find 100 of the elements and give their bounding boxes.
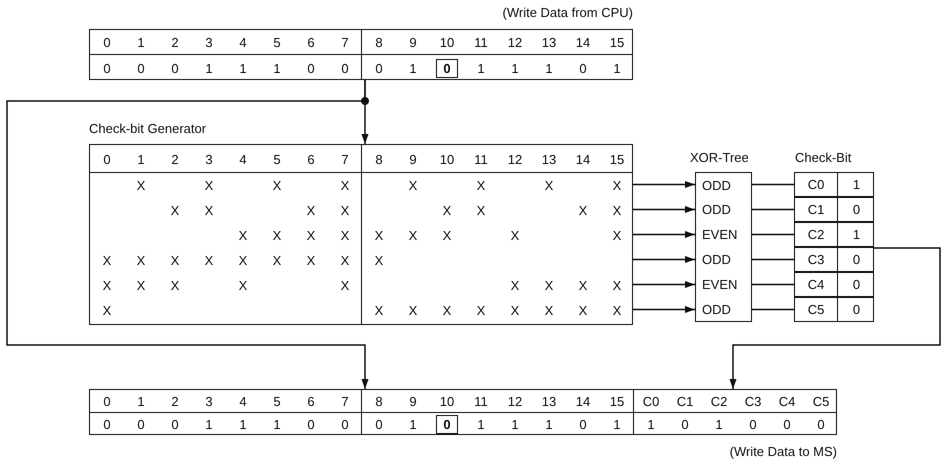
parity-mark: X [170, 277, 180, 295]
bit-value: 1 [408, 60, 418, 78]
check-bit-row [794, 197, 874, 222]
parity-type: EVEN [702, 227, 738, 242]
check-bit-row [794, 297, 874, 322]
parity-mark: X [442, 202, 452, 220]
bit-number: 10 [438, 34, 456, 52]
parity-mark: X [204, 202, 214, 220]
bit-value: 1 [272, 416, 282, 434]
bit-value: 1 [544, 416, 554, 434]
bit-number: 4 [238, 34, 248, 52]
bit-number: 13 [540, 34, 558, 52]
parity-mark: X [340, 202, 350, 220]
bit-number: 14 [574, 393, 592, 411]
parity-mark: X [544, 277, 554, 295]
bit-number: 6 [306, 150, 316, 168]
bit-value: 1 [408, 416, 418, 434]
bit-number: 13 [540, 393, 558, 411]
parity-box [695, 172, 752, 197]
bit-number: 11 [473, 34, 489, 52]
bit-number: 0 [102, 150, 112, 168]
check-bit-value: 0 [837, 248, 875, 271]
bit-value: 1 [204, 416, 214, 434]
parity-mark: X [374, 252, 384, 270]
parity-mark: X [102, 252, 112, 270]
bit-value: 0 [374, 60, 384, 78]
parity-mark: X [306, 252, 316, 270]
column-heading: XOR-Tree [690, 150, 749, 165]
parity-mark: X [102, 277, 112, 295]
arrow [633, 306, 695, 313]
check-bit-row [794, 272, 874, 297]
parity-mark: X [136, 252, 146, 270]
parity-mark: X [306, 227, 316, 245]
parity-mark: X [136, 177, 146, 195]
bit-value: 1 [204, 60, 214, 78]
parity-mark: X [272, 227, 282, 245]
bit-number: 6 [306, 393, 316, 411]
bit-number: 6 [306, 34, 316, 52]
arrow [633, 256, 695, 263]
bit-value: 1 [476, 60, 486, 78]
bit-number: 2 [170, 34, 180, 52]
bit-value: 1 [476, 416, 486, 434]
bit-number: 9 [408, 34, 418, 52]
bit-value: 1 [238, 416, 248, 434]
parity-mark: X [612, 177, 622, 195]
parity-mark: X [578, 277, 588, 295]
parity-mark: X [170, 202, 180, 220]
arrow [633, 231, 695, 238]
bit-number: 11 [473, 150, 489, 168]
bit-number: 4 [238, 393, 248, 411]
bit-number: 15 [608, 34, 626, 52]
bit-value: 0 [340, 60, 350, 78]
bit-number: 9 [408, 150, 418, 168]
bit-value: 1 [544, 60, 554, 78]
bit-number: 14 [574, 150, 592, 168]
bit-number: 3 [204, 34, 214, 52]
bit-number: 9 [408, 393, 418, 411]
bit-number: C2 [710, 393, 728, 411]
arrow [633, 206, 695, 213]
parity-mark: X [442, 227, 452, 245]
arrow [730, 247, 941, 389]
bit-value: 0 [102, 416, 112, 434]
parity-mark: X [136, 277, 146, 295]
parity-type: ODD [702, 302, 731, 316]
bit-number: 3 [204, 150, 214, 168]
check-bit-value: 0 [837, 273, 875, 296]
table-caption: (Write Data from CPU) [502, 5, 633, 20]
bit-value: 0 [436, 415, 458, 434]
bit-number: 8 [374, 34, 384, 52]
bit-number: 14 [574, 34, 592, 52]
parity-mark: X [612, 302, 622, 320]
parity-mark: X [578, 202, 588, 220]
parity-mark: X [408, 302, 418, 320]
bit-number: 12 [506, 34, 524, 52]
bit-number: 12 [506, 150, 524, 168]
bit-value: 1 [646, 416, 656, 434]
bit-value: 1 [612, 416, 622, 434]
bit-value: 0 [170, 416, 180, 434]
generator-matrix [89, 144, 633, 325]
check-bit-value: 0 [837, 298, 875, 321]
bit-number: 2 [170, 150, 180, 168]
arrow [6, 80, 368, 389]
check-bit-name: C3 [806, 251, 826, 269]
bit-number: 15 [608, 393, 626, 411]
bit-value: 0 [306, 60, 316, 78]
parity-mark: X [510, 277, 520, 295]
bit-number: 15 [608, 150, 626, 168]
bit-number: 12 [506, 393, 524, 411]
parity-mark: X [578, 302, 588, 320]
bit-value: 0 [748, 416, 758, 434]
parity-mark: X [612, 202, 622, 220]
bit-value: 1 [612, 60, 622, 78]
bit-number: C3 [744, 393, 762, 411]
bit-number: C0 [642, 393, 660, 411]
parity-type: ODD [702, 252, 731, 267]
parity-mark: X [340, 227, 350, 245]
parity-mark: X [612, 227, 622, 245]
check-bit-value: 1 [837, 173, 875, 196]
bit-value: 0 [680, 416, 690, 434]
bit-number: 7 [340, 34, 350, 52]
